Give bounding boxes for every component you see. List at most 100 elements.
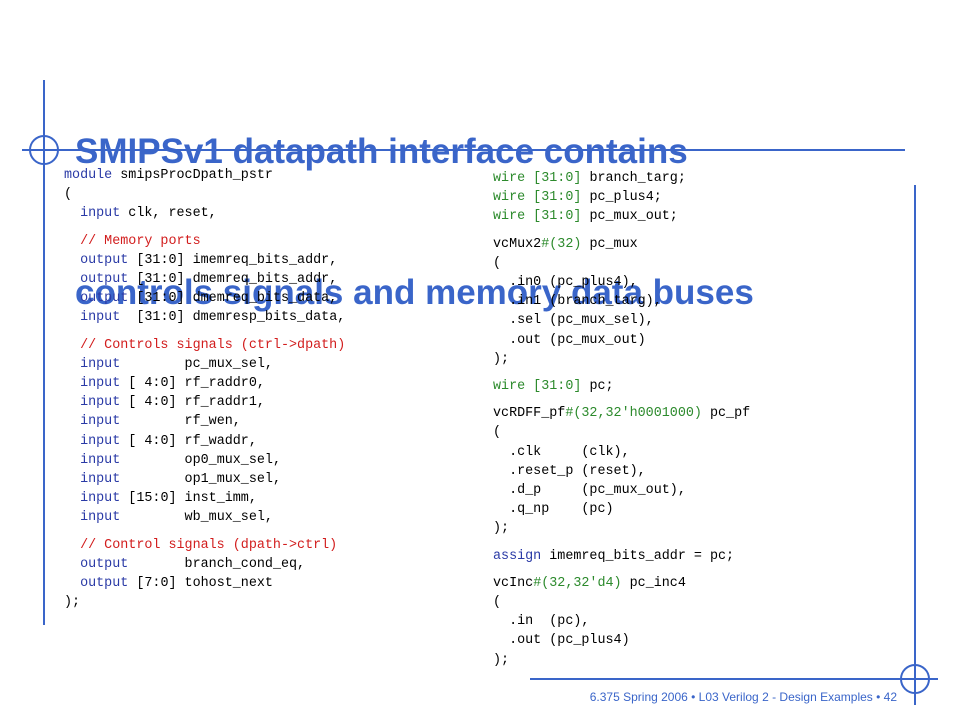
code-line: assign imemreq_bits_addr = pc; — [493, 547, 750, 566]
code-keyword: input — [80, 491, 121, 507]
code-line: wire [31:0] branch_targ; — [493, 169, 750, 188]
code-comment: // Control signals (dpath->ctrl) — [64, 537, 338, 553]
code-text: [31:0] imemreq_bits_addr, — [128, 252, 338, 268]
code-keyword: input — [80, 376, 121, 392]
code-text: pc; — [581, 379, 614, 395]
code-text — [64, 491, 80, 506]
code-text: .in0 (pc_plus4), — [493, 275, 638, 291]
code-text: vcMux2 — [493, 236, 542, 252]
code-text: branch_targ; — [581, 171, 686, 186]
code-text — [64, 453, 80, 468]
code-text: pc_mux — [581, 236, 638, 252]
code-keyword: wire [31:0] — [493, 379, 582, 395]
code-text: ( — [64, 187, 73, 203]
code-text: [ 4:0] rf_raddr1, — [120, 395, 265, 411]
code-text: ); — [64, 595, 81, 611]
code-keyword: input — [80, 356, 121, 372]
code-text — [64, 434, 80, 449]
code-line: .q_np (pc) — [493, 500, 750, 519]
code-line: input wb_mux_sel, — [64, 508, 345, 527]
code-keyword: input — [80, 395, 121, 411]
slide-title: SMIPSv1 datapath interface contains cont… — [75, 34, 945, 410]
code-line: input [15:0] inst_imm, — [64, 489, 345, 508]
code-line: input op1_mux_sel, — [64, 470, 345, 489]
code-keyword: input — [80, 472, 121, 488]
code-text: [15:0] inst_imm, — [120, 491, 257, 507]
top-left-ring — [29, 135, 59, 165]
code-text — [64, 376, 80, 391]
code-text — [64, 576, 80, 591]
code-text: vcRDFF_pf — [493, 406, 566, 422]
code-text: .in1 (branch_targ), — [493, 294, 662, 310]
code-keyword: output — [80, 576, 129, 592]
code-line: module smipsProcDpath_pstr — [64, 166, 345, 185]
title-line-1: SMIPSv1 datapath interface contains — [75, 132, 688, 171]
code-text: imemreq_bits_addr = pc; — [541, 548, 735, 564]
code-keyword: wire [31:0] — [493, 209, 582, 225]
code-line: input op0_mux_sel, — [64, 451, 345, 470]
code-line: input clk, reset, — [64, 204, 345, 223]
code-keyword: input — [80, 414, 121, 430]
code-line: .out (pc_mux_out) — [493, 331, 750, 350]
code-keyword: assign — [493, 548, 542, 564]
code-line: .clk (clk), — [493, 443, 750, 462]
code-comment: // Controls signals (ctrl->dpath) — [64, 337, 346, 353]
code-keyword: #(32) — [541, 236, 582, 252]
code-line: ); — [493, 651, 750, 670]
code-text: clk, reset, — [120, 206, 217, 222]
code-text: op0_mux_sel, — [120, 452, 281, 468]
code-text: [31:0] dmemreq_bits_data, — [128, 291, 338, 307]
code-text — [64, 472, 80, 487]
code-keyword: wire [31:0] — [493, 171, 582, 186]
code-text: ( — [493, 595, 502, 611]
code-text: .clk (clk), — [493, 444, 630, 460]
code-keyword: wire [31:0] — [493, 190, 582, 206]
code-line: output [31:0] dmemreq_bits_data, — [64, 289, 345, 308]
code-text: ); — [493, 351, 510, 367]
code-line: vcInc#(32,32'd4) pc_inc4 — [493, 574, 750, 593]
code-line: ( — [493, 593, 750, 612]
code-text — [64, 395, 80, 410]
code-text: [ 4:0] rf_raddr0, — [120, 376, 265, 392]
code-line: wire [31:0] pc; — [493, 377, 750, 396]
code-line: ( — [493, 423, 750, 442]
code-line: output [31:0] imemreq_bits_addr, — [64, 251, 345, 270]
code-keyword: input — [80, 433, 121, 449]
code-line: output [31:0] dmemreq_bits_addr, — [64, 270, 345, 289]
code-block-datapath-instances: wire [31:0] branch_targ;wire [31:0] pc_p… — [493, 169, 750, 670]
code-line: input [ 4:0] rf_raddr1, — [64, 393, 345, 412]
code-line: vcMux2#(32) pc_mux — [493, 235, 750, 254]
code-text: [31:0] dmemresp_bits_data, — [120, 310, 346, 326]
code-line: // Memory ports — [64, 232, 345, 251]
code-text: vcInc — [493, 575, 534, 591]
code-text: rf_wen, — [120, 414, 241, 430]
code-line: input pc_mux_sel, — [64, 355, 345, 374]
bottom-right-ring — [900, 664, 930, 694]
title-line-2: controls signals and memory data buses — [75, 273, 754, 312]
code-text: pc_inc4 — [621, 575, 686, 591]
code-line: .in1 (branch_targ), — [493, 292, 750, 311]
code-text: ); — [493, 652, 510, 668]
code-line: wire [31:0] pc_plus4; — [493, 188, 750, 207]
code-keyword: #(32,32'h0001000) — [565, 406, 702, 422]
code-line: .sel (pc_mux_sel), — [493, 311, 750, 330]
code-line: output [7:0] tohost_next — [64, 574, 345, 593]
code-text: branch_cond_eq, — [128, 556, 306, 572]
code-text: [31:0] dmemreq_bits_addr, — [128, 272, 338, 288]
code-text: pc_mux_sel, — [120, 356, 273, 372]
code-text: .out (pc_mux_out) — [493, 332, 646, 348]
code-text — [64, 291, 80, 306]
code-text: .in (pc), — [493, 614, 590, 630]
code-text — [64, 272, 80, 287]
code-text: smipsProcDpath_pstr — [112, 168, 273, 183]
code-keyword: output — [80, 556, 129, 572]
code-text: pc_pf — [701, 406, 751, 422]
code-keyword: input — [80, 310, 121, 326]
code-keyword: input — [80, 510, 121, 526]
code-text: op1_mux_sel, — [120, 472, 281, 488]
code-text: ); — [493, 521, 510, 537]
code-text: .q_np (pc) — [493, 502, 614, 518]
code-line: .d_p (pc_mux_out), — [493, 481, 750, 500]
code-line: input [ 4:0] rf_raddr0, — [64, 374, 345, 393]
code-line: // Controls signals (ctrl->dpath) — [64, 336, 345, 355]
